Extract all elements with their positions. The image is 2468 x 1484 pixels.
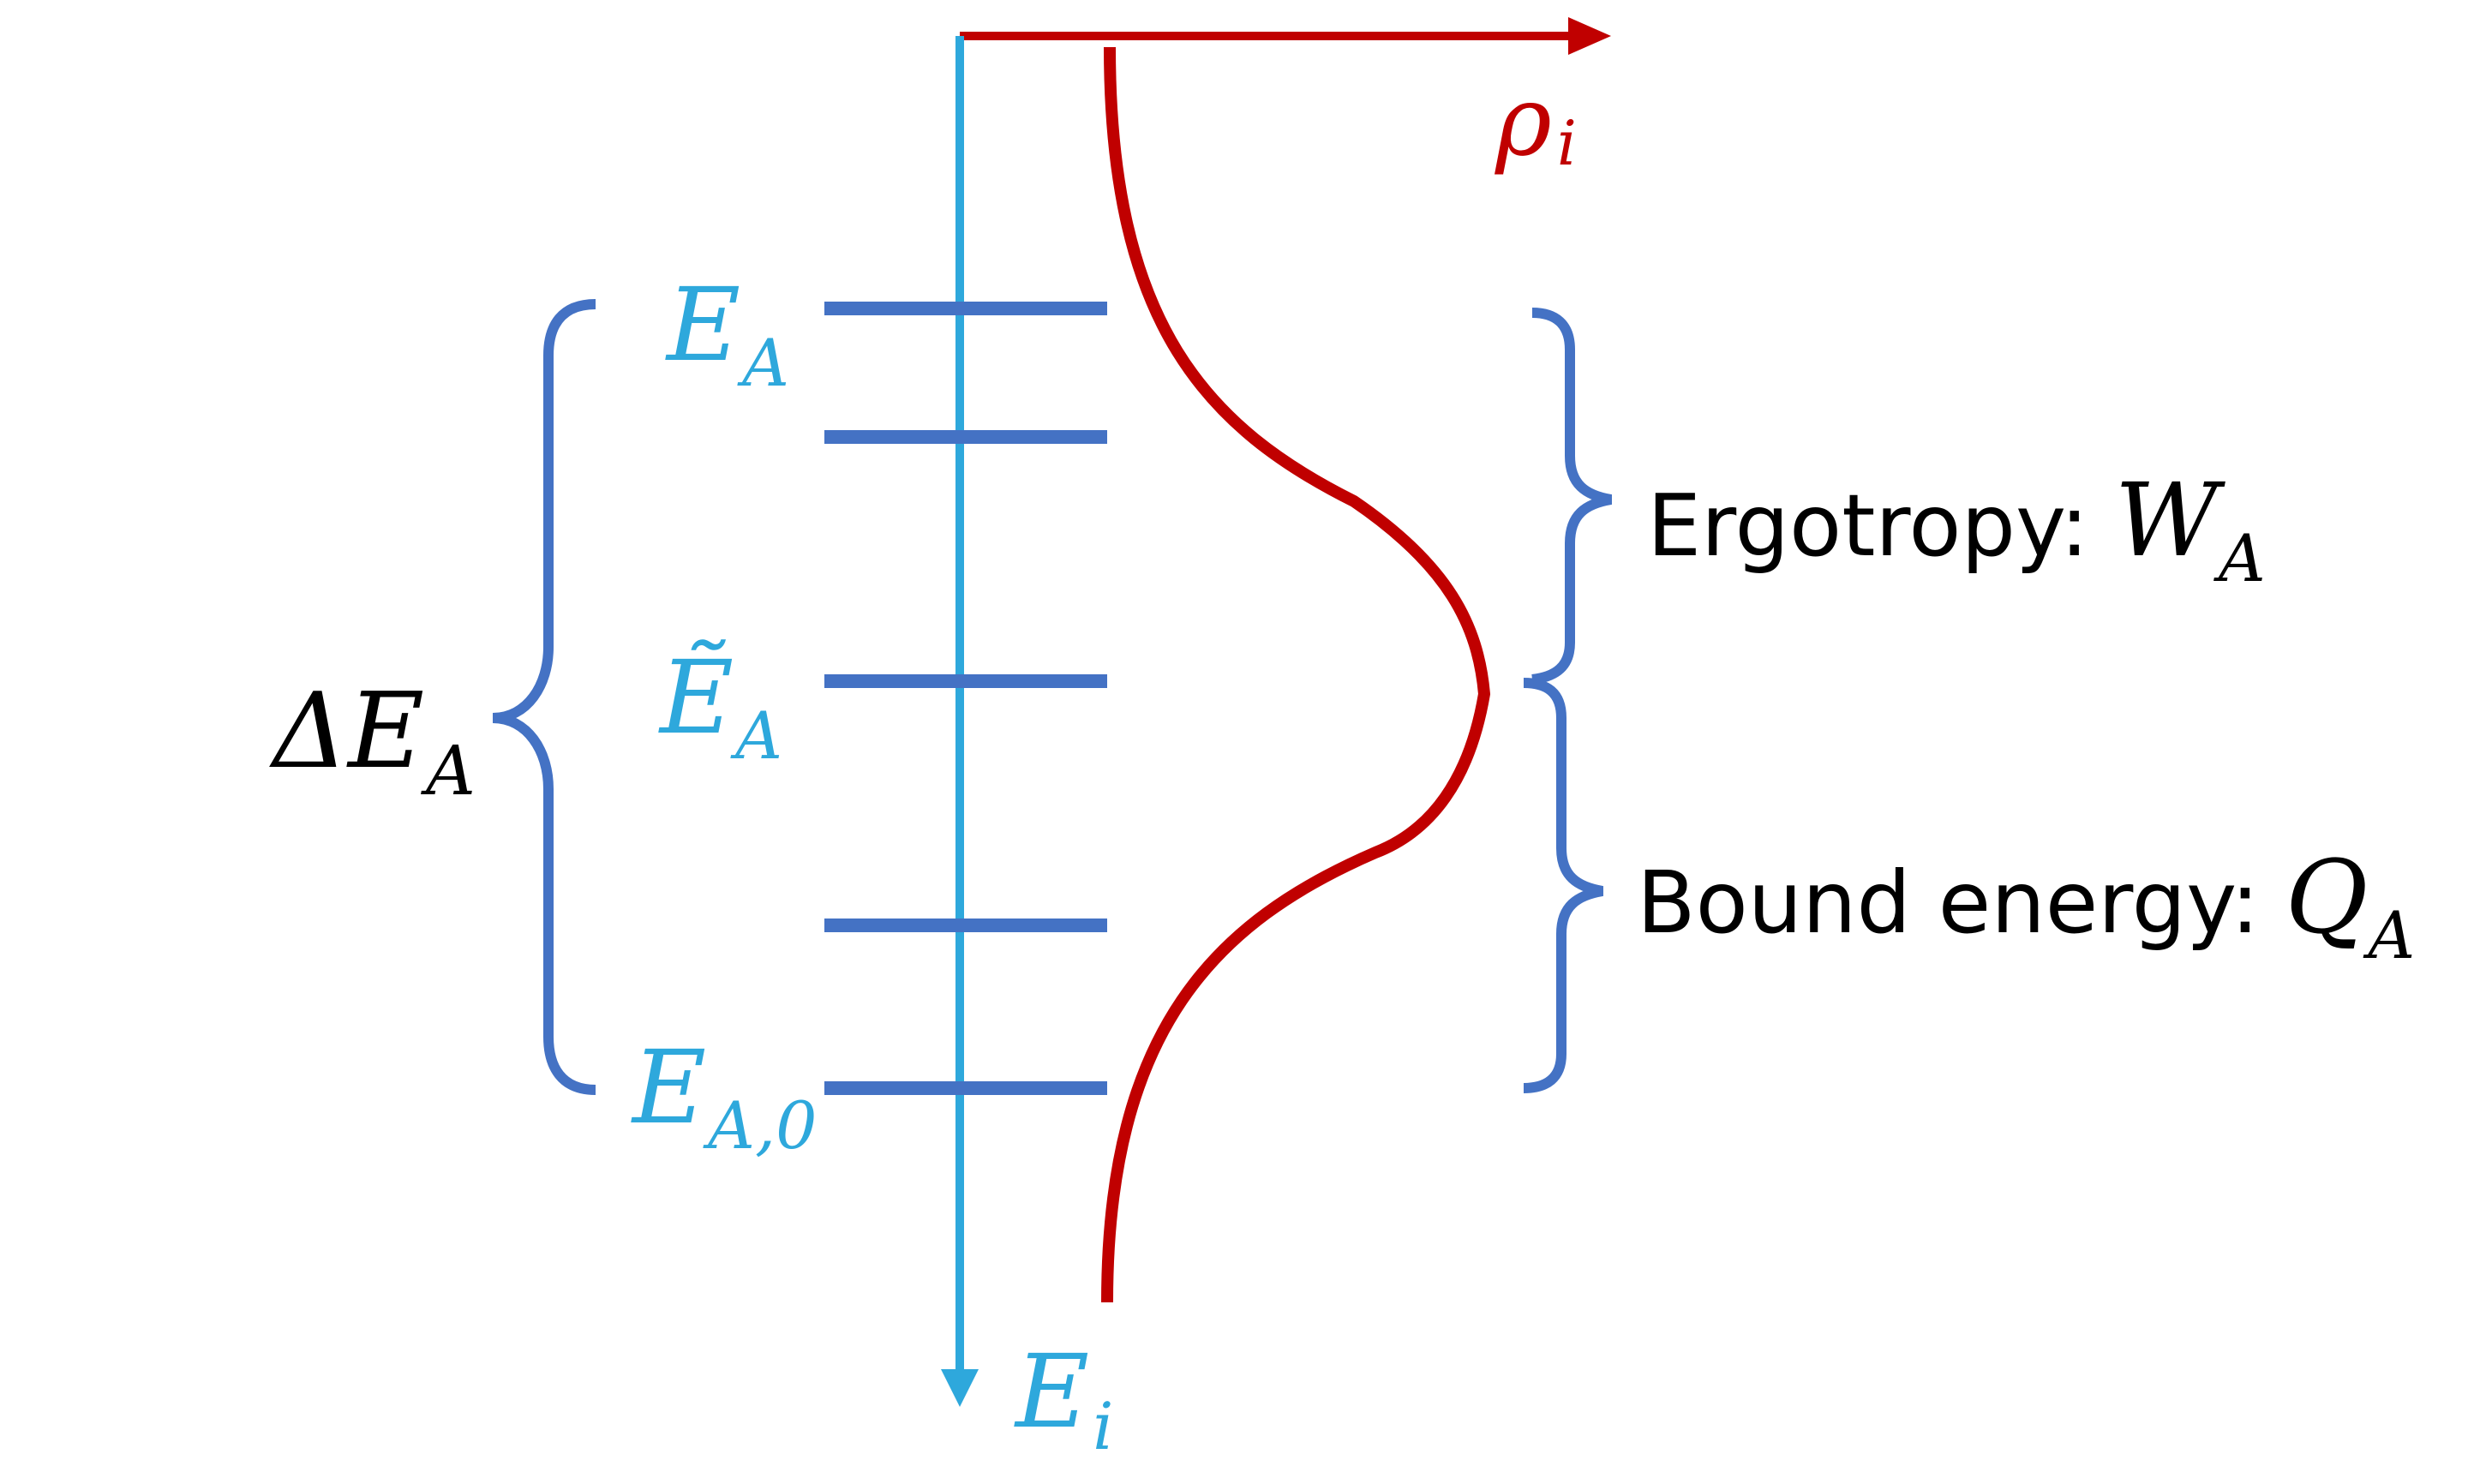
ei-subscript: i: [1093, 1388, 1113, 1464]
ea-base: E: [665, 266, 740, 384]
ea-label: EA: [665, 266, 789, 401]
ea-tilde-subscript: A: [730, 697, 782, 774]
delta-energy-label: ΔEA: [269, 670, 476, 811]
energy-axis: [941, 36, 979, 1407]
energy-axis-arrowhead: [941, 1369, 979, 1407]
ergotropy-text: Ergotropy:: [1647, 476, 2089, 576]
bound-energy-label: Bound energy:QA: [1637, 838, 2415, 973]
ea0-label: EA,0: [631, 1028, 818, 1164]
delta-subscript: A: [420, 731, 476, 811]
rho-subscript: i: [1557, 107, 1577, 179]
ea-tilde-base: Ẽ: [658, 638, 734, 757]
ea-tilde-label: ẼA: [658, 638, 782, 774]
bound-energy-symbol: Q: [2285, 838, 2369, 956]
ergotropy-subscript: A: [2213, 520, 2266, 596]
ei-base: E: [1014, 1332, 1089, 1451]
population-axis: [960, 17, 1611, 55]
population-curve: [1101, 46, 1491, 1303]
bound-energy-text: Bound energy:: [1637, 853, 2260, 953]
delta-base: ΔE: [269, 670, 424, 792]
ergotropy-label: Ergotropy: WA: [1647, 461, 2266, 596]
population-axis-arrowhead: [1568, 17, 1611, 55]
ergotropy-brace: [1531, 308, 1613, 685]
ea0-subscript: A,0: [703, 1087, 817, 1164]
ea0-base: E: [631, 1028, 706, 1146]
energy-levels: [824, 302, 1107, 1095]
bound-energy-subscript: A: [2363, 897, 2415, 973]
delta-energy-brace: [492, 299, 596, 1095]
ea-subscript: A: [737, 325, 789, 401]
ergotropy-symbol: W: [2115, 461, 2226, 579]
rho-label: ρi: [1495, 66, 1577, 179]
energy-axis-label: Ei: [1014, 1332, 1113, 1464]
bound-energy-brace: [1523, 678, 1604, 1093]
rho-base: ρ: [1495, 66, 1552, 177]
